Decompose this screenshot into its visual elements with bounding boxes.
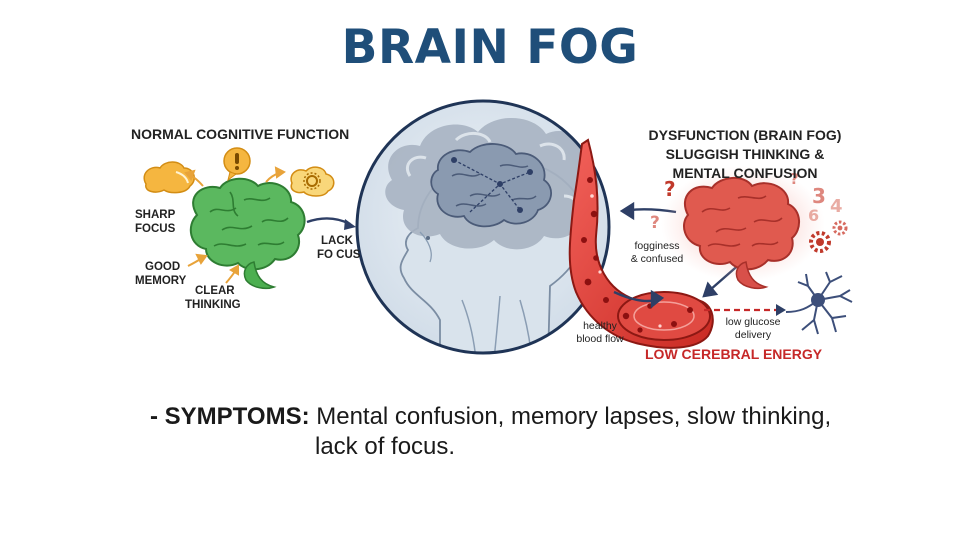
- glucose-arrow: [704, 304, 786, 316]
- foggy-brain: [661, 166, 825, 290]
- good-memory-label-line1: GOOD: [145, 261, 181, 273]
- neuron-icon: [785, 271, 853, 335]
- floating-digit: 3: [812, 184, 826, 208]
- normal-function-heading: NORMAL COGNITIVE FUNCTION: [131, 126, 350, 142]
- sharp-focus-label-line1: SHARP: [135, 209, 176, 221]
- floating-digit: 6: [808, 206, 820, 225]
- svg-text:?: ?: [664, 177, 676, 201]
- low-glucose-label-line1: low glucose: [725, 316, 781, 328]
- symptoms-text-line1: Mental confusion, memory lapses, slow th…: [309, 403, 832, 430]
- cloud-bubble-icon: [143, 161, 195, 194]
- svg-text:?: ?: [650, 213, 660, 233]
- question-mark-icon: ? ? ?: [650, 170, 799, 233]
- clear-thinking-label-line1: CLEAR: [195, 285, 235, 297]
- good-memory-label-line2: MEMORY: [135, 275, 187, 287]
- symptoms-text-line2: lack of focus.: [315, 433, 456, 460]
- head-cross-section: [355, 99, 611, 355]
- fogginess-label-line1: fogginess: [634, 240, 680, 252]
- page-title: BRAIN FOG: [341, 20, 639, 75]
- focus-arrows: [184, 166, 286, 284]
- fogginess-label-line2: & confused: [630, 253, 684, 265]
- lack-focus-label-line2: FO CUS: [317, 249, 361, 261]
- fogginess-label: fogginess & confused: [622, 240, 692, 266]
- dysfunction-heading-line3: MENTAL CONFUSION: [672, 165, 818, 181]
- clear-thinking-label-line2: THINKING: [185, 299, 241, 311]
- low-cerebral-energy-label: LOW CEREBRAL ENERGY: [645, 346, 823, 362]
- low-glucose-label: low glucose delivery: [718, 316, 788, 342]
- exclamation-bubble-icon: [223, 147, 251, 182]
- healthy-blood-flow-label-line1: healthy: [583, 320, 617, 332]
- healthy-blood-flow-label: healthy blood flow: [568, 320, 632, 346]
- dysfunction-heading-line2: SLUGGISH THINKING &: [665, 146, 825, 162]
- lack-focus-label: LACK FO CUS: [317, 234, 377, 262]
- symptoms-key: - SYMPTOMS:: [150, 403, 310, 430]
- healthy-blood-flow-label-line2: blood flow: [576, 333, 624, 345]
- gear-bubble-icon: [290, 166, 335, 197]
- dysfunction-heading-line1: DYSFUNCTION (BRAIN FOG): [648, 127, 842, 143]
- symptoms-line1: - SYMPTOMS: Mental confusion, memory lap…: [150, 402, 831, 432]
- clear-thinking-label: CLEAR THINKING: [185, 284, 255, 312]
- healthy-brain: [189, 177, 306, 290]
- low-glucose-label-line2: delivery: [734, 329, 772, 341]
- gear-icon: [809, 220, 848, 253]
- sharp-focus-label: SHARP FOCUS: [135, 208, 195, 236]
- lack-focus-arrow: [306, 217, 356, 230]
- svg-text:?: ?: [790, 170, 799, 188]
- floating-digit: 4: [830, 196, 843, 217]
- blood-vessel: [568, 138, 714, 349]
- dysfunction-heading: DYSFUNCTION (BRAIN FOG) SLUGGISH THINKIN…: [630, 126, 860, 183]
- sharp-focus-label-line2: FOCUS: [135, 223, 176, 235]
- good-memory-label: GOOD MEMORY: [135, 260, 195, 288]
- lack-focus-label-line1: LACK: [321, 235, 353, 247]
